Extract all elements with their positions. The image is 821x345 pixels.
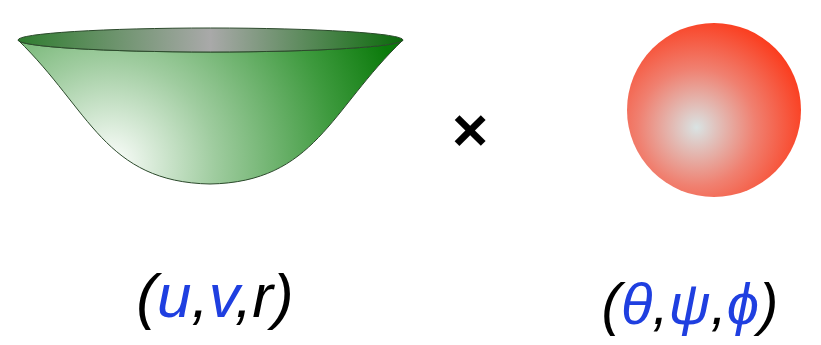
times-sign: × (452, 99, 488, 161)
sphere (627, 23, 801, 197)
paraboloid-bowl (18, 28, 403, 184)
coordinates-label: (u,v,r) (136, 265, 293, 327)
coordinates-label: (θ,ψ,ϕ) (602, 275, 779, 333)
